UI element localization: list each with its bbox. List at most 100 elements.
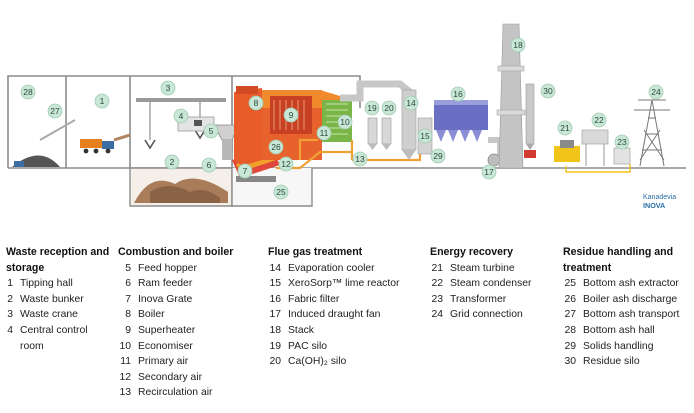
svg-text:22: 22: [594, 115, 604, 125]
svg-text:30: 30: [543, 86, 553, 96]
svg-text:10: 10: [340, 117, 350, 127]
svg-text:3: 3: [166, 83, 171, 93]
pac-silo: [367, 117, 378, 150]
marker-6: 6: [201, 157, 217, 173]
svg-text:29: 29: [433, 151, 443, 161]
svg-text:8: 8: [254, 98, 259, 108]
marker-20: 20: [381, 100, 397, 116]
flue-duct: [340, 80, 413, 102]
marker-18: 18: [510, 37, 526, 53]
marker-25: 25: [273, 184, 289, 200]
marker-5: 5: [203, 123, 219, 139]
svg-text:21: 21: [560, 123, 570, 133]
svg-text:9: 9: [289, 110, 294, 120]
legend-title: Residue handling and treatment: [563, 246, 674, 274]
svg-text:13: 13: [355, 154, 365, 164]
marker-28: 28: [20, 84, 36, 100]
legend-title: Waste reception and storage: [6, 246, 110, 274]
marker-16: 16: [450, 86, 466, 102]
feed-hopper: [213, 124, 239, 160]
marker-17: 17: [481, 164, 497, 180]
svg-text:6: 6: [207, 160, 212, 170]
residue-silo: [524, 83, 536, 158]
svg-text:1: 1: [100, 96, 105, 106]
brand-logo: Kanadevia INOVA: [643, 194, 676, 210]
svg-text:7: 7: [243, 166, 248, 176]
energy-cable: [565, 164, 631, 173]
legend-title: Combustion and boiler: [118, 246, 234, 258]
marker-1: 1: [94, 93, 110, 109]
svg-text:28: 28: [23, 87, 33, 97]
transformer: [613, 147, 631, 165]
svg-text:2: 2: [170, 157, 175, 167]
marker-3: 3: [160, 80, 176, 96]
svg-text:17: 17: [484, 167, 494, 177]
marker-2: 2: [164, 154, 180, 170]
svg-text:12: 12: [281, 159, 291, 169]
induced-draught-fan: [487, 153, 501, 167]
marker-23: 23: [614, 134, 630, 150]
marker-27: 27: [47, 103, 63, 119]
legend-title: Energy recovery: [430, 246, 514, 258]
bottom-ash-hall: [12, 119, 76, 167]
fabric-filter: [434, 100, 488, 142]
tipping-path: [113, 133, 131, 142]
marker-30: 30: [540, 83, 556, 99]
marker-9: 9: [283, 107, 299, 123]
svg-text:5: 5: [209, 126, 214, 136]
svg-text:19: 19: [367, 103, 377, 113]
number-markers: 1 2 3 4 5 6 7 8 9 10 11 12 13 14 15 16 1…: [20, 37, 664, 200]
svg-text:18: 18: [513, 40, 523, 50]
svg-text:24: 24: [651, 87, 661, 97]
plant-diagram: 1 2 3 4 5 6 7 8 9 10 11 12 13 14 15 16 1…: [7, 23, 686, 207]
marker-22: 22: [591, 112, 607, 128]
boiler: [234, 86, 340, 166]
waste-truck: [80, 139, 114, 154]
marker-14: 14: [403, 95, 419, 111]
marker-15: 15: [417, 128, 433, 144]
marker-12: 12: [278, 156, 294, 172]
marker-21: 21: [557, 120, 573, 136]
marker-10: 10: [337, 114, 353, 130]
marker-11: 11: [316, 125, 332, 141]
legend-title: Flue gas treatment: [268, 246, 363, 258]
marker-7: 7: [237, 163, 253, 179]
waste-bunker-pit: [129, 167, 233, 207]
svg-text:25: 25: [276, 187, 286, 197]
svg-text:4: 4: [179, 111, 184, 121]
brand-line-2: INOVA: [643, 201, 666, 210]
brand-line-1: Kanadevia: [643, 194, 677, 201]
waste-crane: [136, 98, 226, 150]
marker-26: 26: [268, 139, 284, 155]
